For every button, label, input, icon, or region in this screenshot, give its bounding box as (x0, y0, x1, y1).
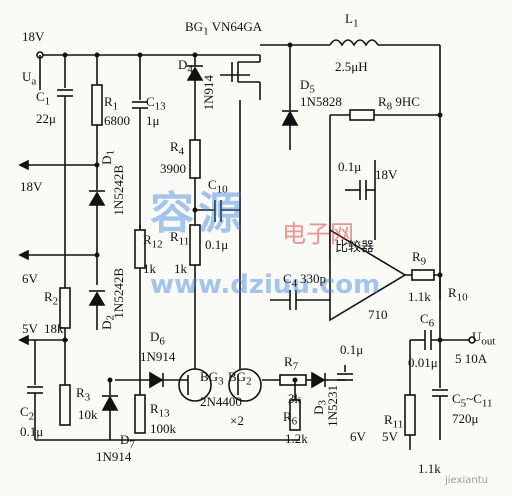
label-r9-val: 1.1k (408, 289, 431, 304)
label-c6: C6 (420, 311, 435, 330)
label-bg2: BG2 (228, 369, 252, 388)
label-r3-val: 10k (78, 407, 98, 422)
label-c5-c11-val: 720μ (452, 411, 479, 426)
label-c5-c11: C5~C11 (452, 391, 493, 410)
label-d4: D4 (178, 57, 193, 76)
label-18v-mid: 18V (20, 179, 43, 194)
label-r7: R7 (284, 354, 299, 373)
label-r12-val: 1k (143, 261, 156, 276)
label-c2: C2 (20, 404, 35, 423)
watermark-red: 电子网 (282, 220, 354, 248)
label-6v-left: 6V (22, 271, 38, 286)
label-c-top-val: 0.1μ (338, 159, 362, 174)
label-d7: D7 (120, 432, 135, 451)
label-r11-mid-val: 1k (174, 261, 187, 276)
label-ua: Ua (22, 69, 37, 88)
label-c13: C13 (146, 94, 166, 113)
watermark-corner: jiexiantu (445, 475, 488, 486)
label-r13-val: 100k (150, 421, 176, 436)
label-bg-mult: ×2 (230, 413, 244, 428)
label-r11-val: 1.1k (418, 461, 441, 476)
label-r4: R4 (170, 139, 185, 158)
watermark-url: www.dziuu.com (150, 270, 381, 300)
label-d1-part: 1N5242B (111, 165, 126, 216)
label-comparator: 比较器 (335, 239, 375, 254)
label-bg3: BG3 (200, 369, 224, 388)
label-r4-val: 3900 (160, 161, 186, 176)
label-c2-val: 0.1μ (20, 424, 44, 439)
label-uout: Uout (472, 329, 496, 348)
label-5v-left: 5V (22, 321, 38, 336)
label-d6-part: 1N914 (140, 349, 176, 364)
label-d2-part: 1N5242B (111, 268, 126, 319)
label-18v-comp: 18V (375, 167, 398, 182)
label-r7-val: 3k (288, 391, 301, 406)
label-6v-bottom: 6V (350, 429, 366, 444)
label-r11-mid: R11 (170, 229, 190, 248)
label-r13: R13 (150, 401, 170, 420)
label-r10: R10 (448, 285, 468, 304)
label-bg1: BG1 VN64GA (185, 19, 263, 38)
label-l1: L1 (345, 11, 359, 30)
label-r1-val: 6800 (104, 113, 130, 128)
label-d5-part: 1N5828 (300, 94, 342, 109)
label-d1: D1 (99, 150, 117, 165)
label-r12: R12 (143, 232, 163, 251)
label-c10-val: 0.1μ (205, 237, 229, 252)
label-r2: R2 (44, 289, 59, 308)
label-c4: C4 (283, 271, 298, 290)
label-5v-bottom: 5V (382, 429, 398, 444)
label-r1: R1 (104, 94, 119, 113)
label-c10: C10 (208, 177, 228, 196)
label-r6-val: 1.2k (285, 431, 308, 446)
label-r6: R6 (283, 409, 298, 428)
label-uout-val: 5 10A (455, 351, 488, 366)
label-r11: R11 (384, 412, 404, 431)
watermark-cn: 容源 (150, 188, 246, 239)
label-d6: D6 (150, 329, 165, 348)
label-d4-part: 1N914 (201, 75, 216, 111)
label-d3-part: 1N5231 (325, 385, 340, 427)
label-c4-val: 330p (300, 271, 326, 286)
label-c-mid-val: 0.1μ (340, 342, 364, 357)
label-r3: R3 (76, 385, 91, 404)
label-comp-part: 710 (368, 307, 388, 322)
label-18v-top: 18V (22, 29, 45, 44)
label-d5: D5 (300, 77, 315, 96)
label-c6-val: 0.01μ (408, 355, 438, 370)
label-r9: R9 (412, 249, 427, 268)
label-d7-part: 1N914 (96, 449, 132, 464)
label-c13-val: 1μ (146, 113, 160, 128)
label-c1-val: 22μ (36, 111, 56, 126)
label-r2-val: 18k (44, 321, 64, 336)
label-c1: C1 (36, 89, 51, 108)
label-r8: R8 9HC (378, 94, 420, 113)
label-l1-val: 2.5μH (335, 59, 368, 74)
label-bg-part: 2N4400 (200, 394, 242, 409)
